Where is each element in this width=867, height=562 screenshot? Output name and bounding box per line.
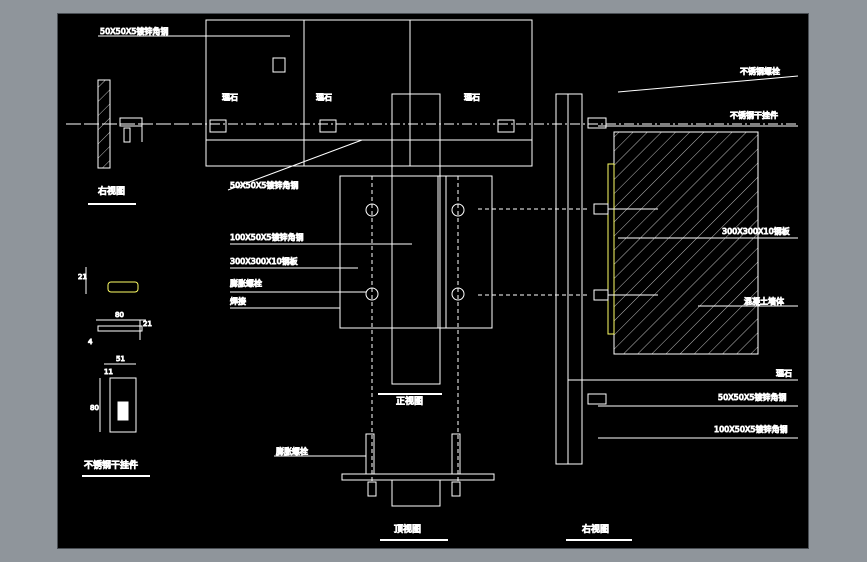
label-angle-mid: 50X50X5镀锌角钢 xyxy=(230,180,298,190)
view-title-right-small: 右视图 xyxy=(98,185,125,197)
dim-11: 11 xyxy=(104,368,113,376)
dim-21b: 21 xyxy=(143,320,152,328)
dim-51: 51 xyxy=(116,355,125,363)
view-title-front: 正视图 xyxy=(396,395,423,407)
drawing-canvas: 右视图 21 80 21 4 51 11 80 不锈钢干挂件 xyxy=(57,13,809,549)
view-title-right-main: 右视图 xyxy=(582,523,609,535)
bracket-small xyxy=(119,117,143,127)
label-marble-right: 理石 xyxy=(776,369,792,378)
dim-80b: 80 xyxy=(90,404,99,412)
front-view: 正视图 50X50X5镀锌角钢 理石 理石 理石 50X50X5镀锌角钢 100… xyxy=(66,19,798,484)
label-plate-front: 300X300X10钢板 xyxy=(230,256,298,266)
anchor-top xyxy=(272,57,286,73)
angle-100-right xyxy=(567,93,583,465)
right-view: 不锈钢螺栓 不锈钢干挂件 300X300X10钢板 混凝土墙体 理石 50X50… xyxy=(478,66,799,541)
concrete-wall xyxy=(613,131,759,355)
anchor-3 xyxy=(497,119,515,133)
marble-edge xyxy=(555,93,569,465)
steel-plate-front xyxy=(339,175,493,329)
view-title-top: 顶视图 xyxy=(394,523,421,535)
small-right-view: 右视图 xyxy=(66,79,193,205)
label-marble-2: 理石 xyxy=(316,93,332,102)
view-title-bracket: 不锈钢干挂件 xyxy=(84,459,138,471)
label-bolt-top: 膨胀螺栓 xyxy=(276,446,308,456)
label-ss-bracket: 不锈钢干挂件 xyxy=(730,110,778,120)
dim-80a: 80 xyxy=(115,311,124,319)
top-view: 膨胀螺栓 顶视图 xyxy=(274,433,495,541)
anchor-2 xyxy=(319,119,337,133)
label-marble-1: 理石 xyxy=(222,93,238,102)
top-plate xyxy=(341,473,495,481)
marble-panels xyxy=(205,19,533,167)
cad-drawing: 右视图 21 80 21 4 51 11 80 不锈钢干挂件 xyxy=(66,19,799,541)
anchor-1 xyxy=(209,119,227,133)
dim-21: 21 xyxy=(78,273,87,281)
label-marble-3: 理石 xyxy=(464,93,480,102)
label-weld: 焊接 xyxy=(230,296,246,306)
dim-4: 4 xyxy=(88,338,93,346)
label-concrete: 混凝土墙体 xyxy=(744,296,784,306)
label-angle-top: 50X50X5镀锌角钢 xyxy=(100,26,168,36)
angle-100-column xyxy=(391,93,441,385)
label-ss-bolt: 不锈钢螺栓 xyxy=(740,66,780,76)
label-angle-50-right: 50X50X5镀锌角钢 xyxy=(718,392,786,402)
label-angle-100-right: 100X50X5镀锌角钢 xyxy=(714,424,788,434)
label-bolt-front: 膨胀螺栓 xyxy=(230,278,262,288)
label-angle-100: 100X50X5镀锌角钢 xyxy=(230,232,304,242)
label-plate-right: 300X300X10钢板 xyxy=(722,226,790,236)
bracket-top-view xyxy=(107,281,139,293)
bracket-detail: 21 80 21 4 51 11 80 不锈钢干挂件 xyxy=(78,267,152,477)
